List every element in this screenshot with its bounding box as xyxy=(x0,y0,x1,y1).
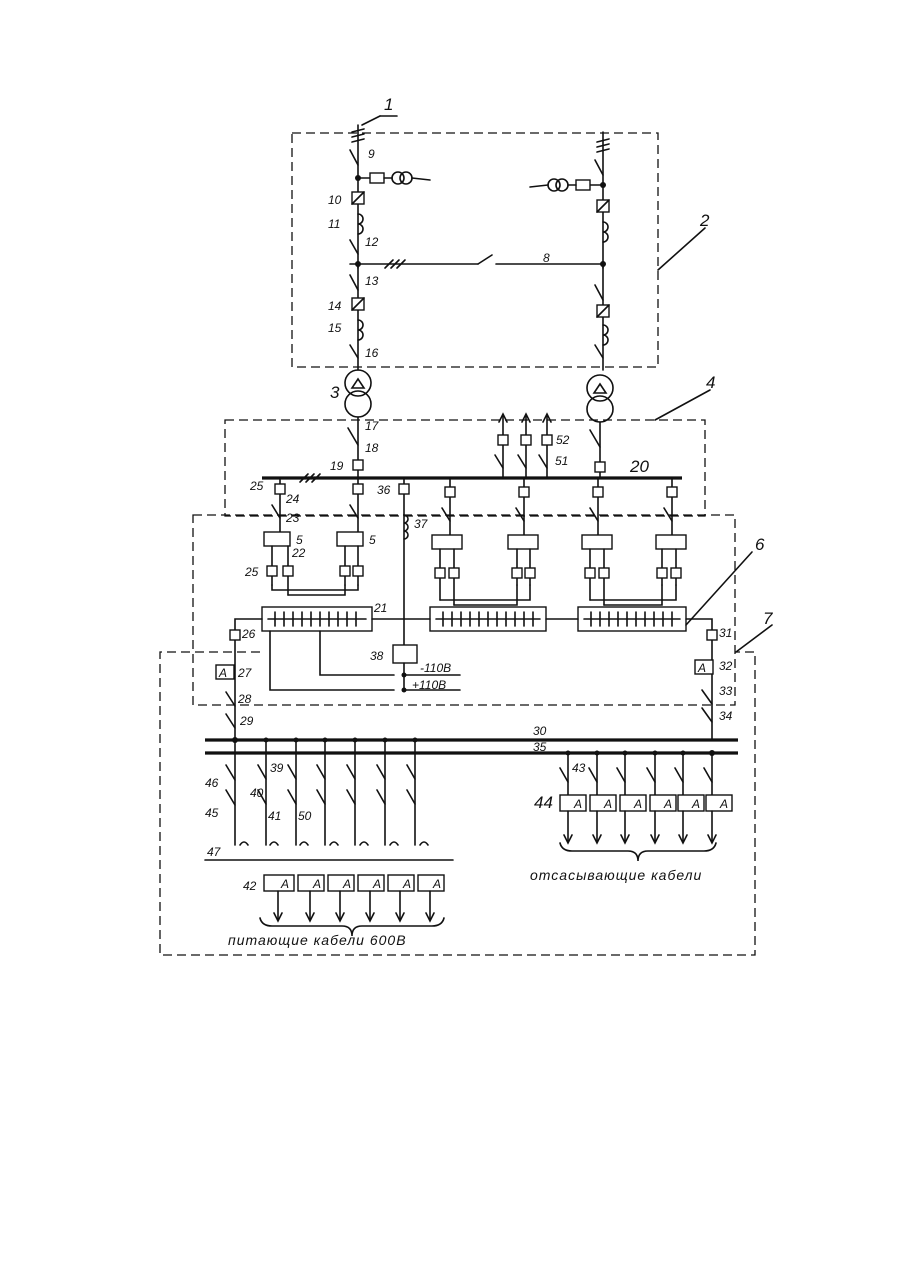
label-40: 40 xyxy=(250,786,264,800)
label-11: 11 xyxy=(328,217,340,231)
label-plus-110v: +110В xyxy=(412,678,446,692)
label-14: 14 xyxy=(328,299,342,313)
label-10: 10 xyxy=(328,193,342,207)
label-25: 25 xyxy=(244,565,259,579)
label-13: 13 xyxy=(365,274,379,288)
rectifier-fuses xyxy=(267,546,681,605)
arrow-down-icon xyxy=(274,913,434,921)
label-16: 16 xyxy=(365,346,379,360)
label-25: 25 xyxy=(249,479,264,493)
label-29: 29 xyxy=(239,714,254,728)
label-7: 7 xyxy=(763,609,773,628)
ammeter-symbol: A xyxy=(280,877,289,891)
aux-supply-box xyxy=(393,645,417,663)
label-19: 19 xyxy=(330,459,344,473)
hv-input xyxy=(350,116,609,370)
suction-ammeters: A A A A A A xyxy=(560,795,732,811)
transformer-icon xyxy=(587,375,613,401)
label-45: 45 xyxy=(205,806,219,820)
reference-numbers: 1 2 3 4 5 5 6 7 8 9 10 11 12 13 14 15 16… xyxy=(205,95,773,893)
dc-switchgear: A A xyxy=(205,630,738,756)
label-21: 21 xyxy=(373,601,387,615)
ammeter-symbol: A xyxy=(603,797,612,811)
label-41: 41 xyxy=(268,809,281,823)
ammeter-symbol: A xyxy=(312,877,321,891)
label-44: 44 xyxy=(534,793,553,812)
power-transformers xyxy=(345,370,613,478)
label-17: 17 xyxy=(365,419,380,433)
label-42: 42 xyxy=(243,879,257,893)
feeder-ammeters: A A A A A A xyxy=(264,875,444,891)
label-9: 9 xyxy=(368,147,375,161)
label-15: 15 xyxy=(328,321,342,335)
ammeter-icon xyxy=(264,875,294,891)
label-30: 30 xyxy=(533,724,547,738)
label-minus-110v: -110В xyxy=(420,661,451,675)
label-1: 1 xyxy=(384,95,393,114)
fuse-icon xyxy=(576,180,590,190)
ammeter-symbol: A xyxy=(372,877,381,891)
ammeter-symbol: A xyxy=(573,797,582,811)
suction-cells: A A A A A A xyxy=(560,751,732,862)
rectifier-units xyxy=(235,532,712,740)
lightning-arrester-icon xyxy=(352,129,364,142)
label-33: 33 xyxy=(719,684,733,698)
arrow-down-icon xyxy=(564,835,716,843)
suction-cables-caption: отсасывающие кабели xyxy=(530,867,702,883)
feeder-cells: A A A A A A xyxy=(205,738,453,937)
label-24: 24 xyxy=(285,492,300,506)
label-22: 22 xyxy=(291,546,306,560)
label-4: 4 xyxy=(706,373,715,392)
lightning-arrester-icon xyxy=(597,139,609,152)
label-26: 26 xyxy=(241,627,256,641)
ammeter-icon xyxy=(560,795,586,811)
label-47: 47 xyxy=(207,845,222,859)
label-32: 32 xyxy=(719,659,733,673)
label-27: 27 xyxy=(237,666,253,680)
label-3: 3 xyxy=(330,383,340,402)
ammeter-symbol: A xyxy=(719,797,728,811)
label-38: 38 xyxy=(370,649,384,663)
label-34: 34 xyxy=(719,709,733,723)
ammeter-symbol: A xyxy=(402,877,411,891)
label-6: 6 xyxy=(755,535,765,554)
ammeter-symbol: A xyxy=(697,661,706,675)
label-28: 28 xyxy=(237,692,252,706)
label-23: 23 xyxy=(285,511,300,525)
fuse-icon xyxy=(370,173,384,183)
label-5: 5 xyxy=(296,533,303,547)
label-5: 5 xyxy=(369,533,376,547)
label-31: 31 xyxy=(719,626,732,640)
transformer-icon xyxy=(345,370,371,396)
ammeter-symbol: A xyxy=(691,797,700,811)
label-43: 43 xyxy=(572,761,586,775)
label-51: 51 xyxy=(555,454,568,468)
ammeter-symbol: A xyxy=(633,797,642,811)
suction-brace xyxy=(560,843,716,861)
feeder-cables-caption: питающие кабели 600В xyxy=(228,932,407,948)
ammeter-symbol: A xyxy=(342,877,351,891)
label-2: 2 xyxy=(699,211,710,230)
ammeter-symbol: A xyxy=(218,666,227,680)
converter-transformer-icon xyxy=(264,532,290,546)
bay-breakers xyxy=(275,484,677,497)
label-50: 50 xyxy=(298,809,312,823)
label-52: 52 xyxy=(556,433,570,447)
label-12: 12 xyxy=(365,235,379,249)
label-20: 20 xyxy=(629,457,649,476)
label-39: 39 xyxy=(270,761,284,775)
ammeter-symbol: A xyxy=(663,797,672,811)
label-8: 8 xyxy=(543,251,550,265)
label-18: 18 xyxy=(365,441,379,455)
label-36: 36 xyxy=(377,483,391,497)
label-46: 46 xyxy=(205,776,219,790)
label-37: 37 xyxy=(414,517,429,531)
label-35: 35 xyxy=(533,740,547,754)
callout-leaders xyxy=(655,228,772,652)
ammeter-symbol: A xyxy=(432,877,441,891)
